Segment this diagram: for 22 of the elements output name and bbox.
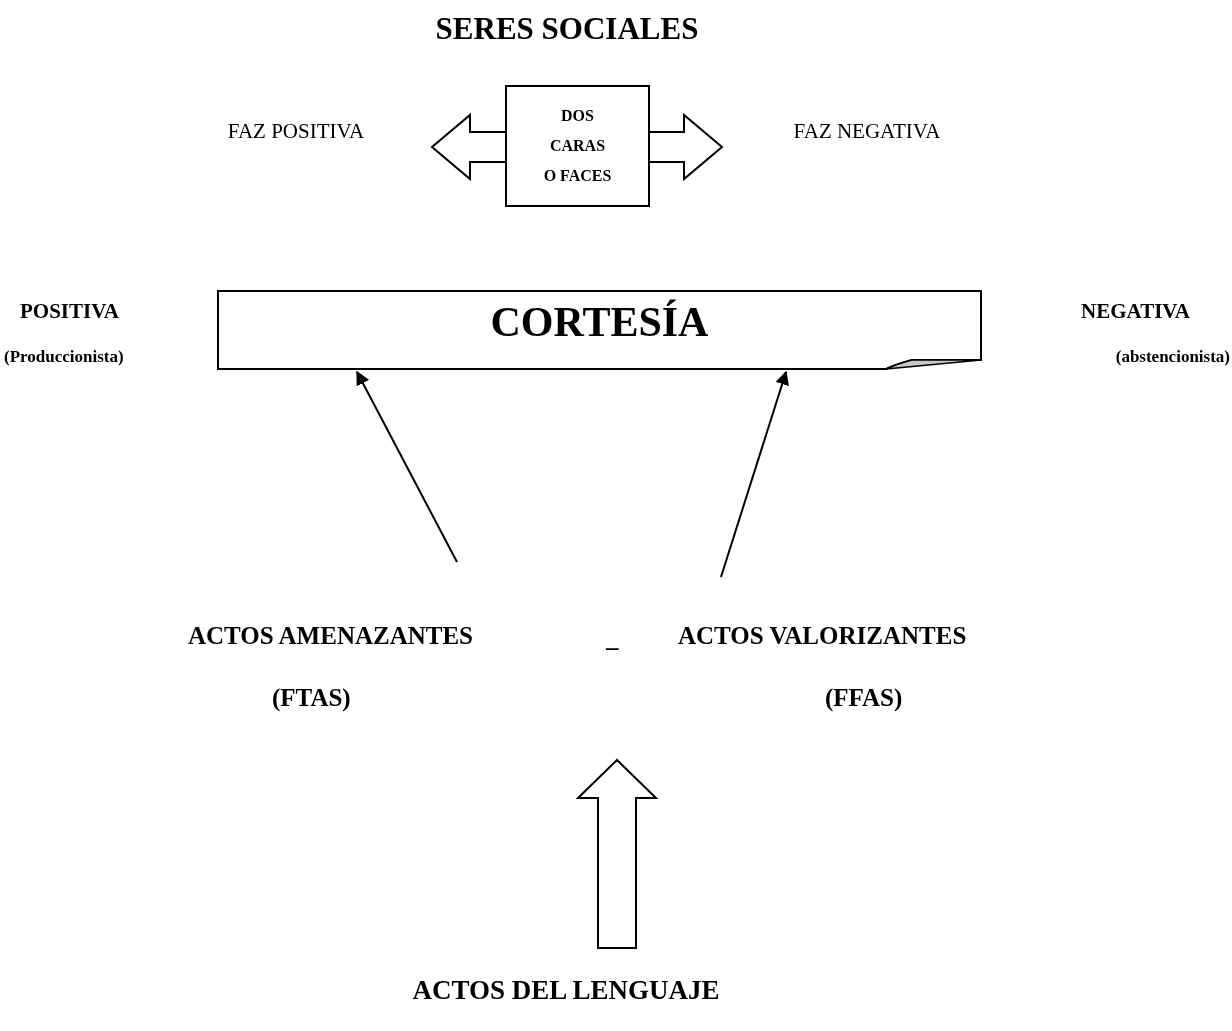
acts-label: ACTOS VALORIZANTES [678,621,967,651]
title: SERES SOCIALES [434,10,700,48]
face-label: FAZ NEGATIVA [793,118,941,145]
block-arrow [649,112,724,182]
arrow [356,370,458,563]
side-label: POSITIVA [20,298,119,325]
side-label: NEGATIVA [1081,298,1190,325]
side-sublabel: (abstencionista) [1115,345,1230,368]
side-sublabel: (Produccionista) [4,345,124,368]
acts-abbreviation: (FFAS) [825,682,903,714]
dash-separator: – [606,632,619,662]
folded-note [217,290,982,370]
base-label: ACTOS DEL LENGUAJE [412,973,720,1007]
face-label: FAZ POSITIVA [227,118,365,145]
acts-abbreviation: (FTAS) [272,682,351,714]
center-box [505,85,650,207]
block-arrow [430,112,506,182]
acts-label: ACTOS AMENAZANTES [188,621,474,651]
arrow [720,370,789,578]
block-arrow [575,758,659,949]
heading: CORTESÍA [490,297,709,347]
box-text: DOS CARAS O FACES [542,106,613,186]
